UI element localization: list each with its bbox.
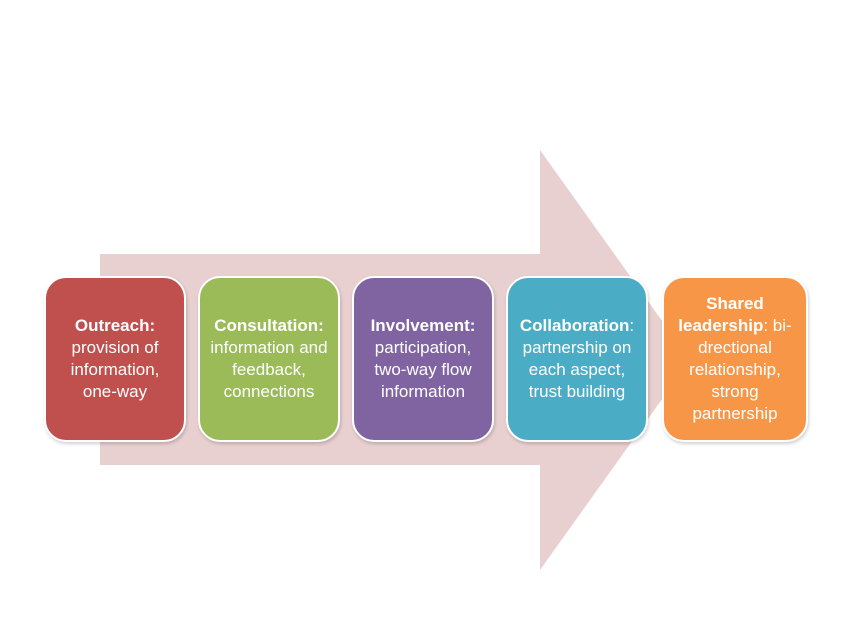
step-collaboration-text: Collaboration: partnership on each aspec… [519,316,635,401]
step-consultation: Consultation: information and feedback, … [198,276,340,442]
step-involvement-text: Involvement: participation, two-way flow… [370,316,476,401]
step-shared-leadership-text: Shared leadership: bi-drectional relatio… [678,294,792,423]
step-outreach-text: Outreach: provision of information, one-… [70,316,160,401]
step-involvement: Involvement: participation, two-way flow… [352,276,494,442]
step-outreach: Outreach: provision of information, one-… [44,276,186,442]
step-collaboration: Collaboration: partnership on each aspec… [506,276,648,442]
step-shared-leadership: Shared leadership: bi-drectional relatio… [662,276,808,442]
step-consultation-text: Consultation: information and feedback, … [210,316,328,401]
